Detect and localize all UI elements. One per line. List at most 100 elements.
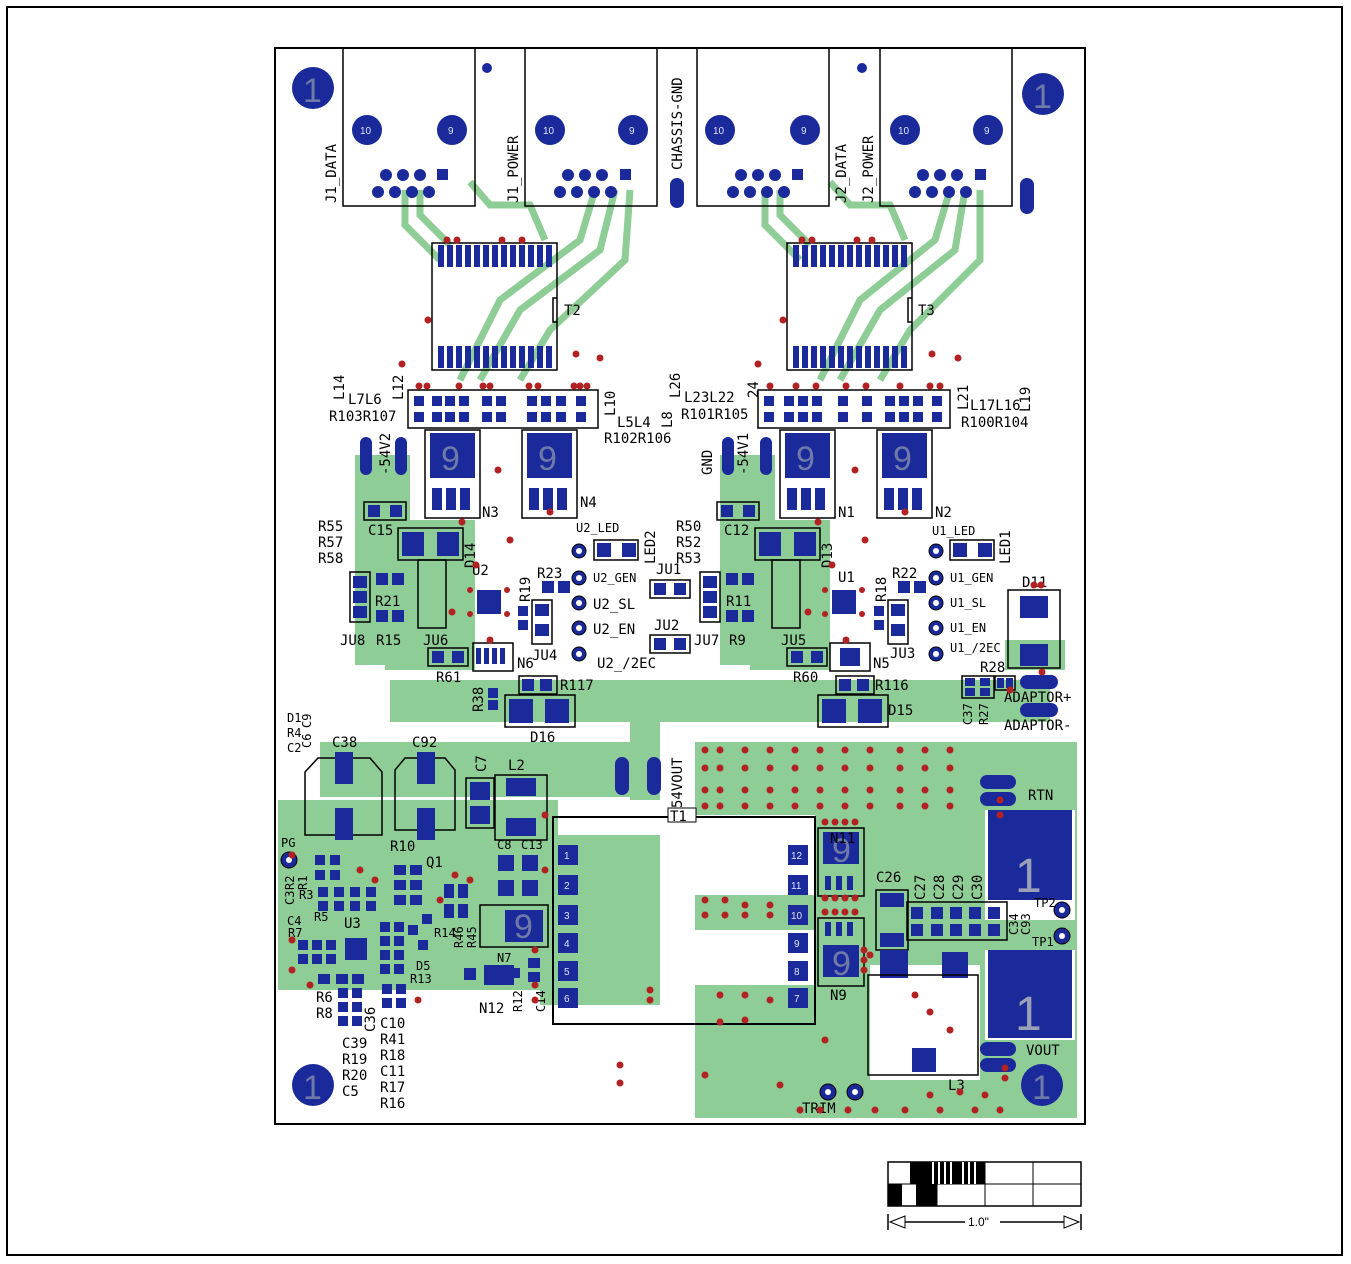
mosfet-n11: 9 N11 <box>817 827 865 897</box>
j2-power-label: J2_POWER <box>861 135 877 203</box>
via <box>701 896 709 904</box>
via <box>721 911 729 919</box>
svg-text:R8: R8 <box>316 1006 333 1022</box>
svg-text:R45: R45 <box>465 926 479 948</box>
via <box>741 991 749 999</box>
svg-text:R20: R20 <box>342 1068 367 1084</box>
via <box>716 802 724 810</box>
via <box>766 764 774 772</box>
svg-text:RTN: RTN <box>1028 788 1053 804</box>
svg-text:C13: C13 <box>521 838 543 852</box>
svg-text:R5: R5 <box>314 910 328 924</box>
l17l16-label: L17L16 <box>970 398 1021 414</box>
svg-text:U1_GEN: U1_GEN <box>950 571 993 585</box>
via <box>946 1026 954 1034</box>
via <box>701 1071 709 1079</box>
stitching-vias <box>701 746 1009 1114</box>
via <box>926 1091 934 1099</box>
svg-text:7: 7 <box>794 994 800 1005</box>
board-outline <box>274 47 1086 1125</box>
via <box>701 786 709 794</box>
via <box>971 1106 979 1114</box>
via <box>791 764 799 772</box>
svg-text:12: 12 <box>791 851 803 862</box>
svg-text:9: 9 <box>441 440 460 478</box>
via <box>741 901 749 909</box>
via <box>796 1106 804 1114</box>
svg-text:R57: R57 <box>318 535 343 551</box>
via <box>996 811 1004 819</box>
svg-text:U2_EN: U2_EN <box>593 622 635 638</box>
svg-text:R13: R13 <box>410 972 432 986</box>
r102r106-label: R102R106 <box>604 431 671 447</box>
svg-text:R27: R27 <box>977 703 991 725</box>
via <box>1001 1074 1009 1082</box>
via <box>766 996 774 1004</box>
net-54v1-label: -54V1 <box>736 433 752 475</box>
svg-text:D15: D15 <box>888 703 913 719</box>
via <box>741 746 749 754</box>
t2-label: T2 <box>564 303 581 319</box>
inductor-row-left <box>407 389 599 429</box>
via <box>721 896 729 904</box>
l21-label: L21 <box>956 385 972 410</box>
rj45-connector-j1-data: 10 9 J1_DATA <box>324 47 476 207</box>
svg-text:R41: R41 <box>380 1032 405 1048</box>
l14-label: L14 <box>332 375 348 400</box>
svg-text:JU4: JU4 <box>532 648 557 664</box>
mosfet-n9: 9 N9 <box>817 917 865 1004</box>
svg-text:9: 9 <box>796 440 815 478</box>
rj45-connector-j2-power: 10 9 J2_POWER <box>861 47 1013 207</box>
svg-text:C10: C10 <box>380 1016 405 1032</box>
svg-text:9: 9 <box>832 945 851 983</box>
via <box>946 786 954 794</box>
svg-text:N5: N5 <box>873 656 890 672</box>
net-gnd-label: GND <box>700 450 716 475</box>
l5l4-label: L5L4 <box>617 415 651 431</box>
svg-text:R4: R4 <box>287 726 301 740</box>
via <box>701 746 709 754</box>
net-54v2-label: -54V2 <box>378 433 394 475</box>
svg-text:R58: R58 <box>318 551 343 567</box>
via <box>741 1016 749 1024</box>
svg-text:C39: C39 <box>342 1036 367 1052</box>
svg-text:R50: R50 <box>676 519 701 535</box>
svg-text:10: 10 <box>898 126 910 137</box>
via <box>701 802 709 810</box>
svg-text:R14: R14 <box>434 926 456 940</box>
l24-label: 24 <box>746 381 762 398</box>
svg-text:C8: C8 <box>497 838 511 852</box>
svg-text:R18: R18 <box>874 577 890 602</box>
svg-text:C11: C11 <box>380 1064 405 1080</box>
svg-text:1: 1 <box>564 851 570 862</box>
r100r104-label: R100R104 <box>961 415 1028 431</box>
test-points-u2: U2_LED U2_GEN U2_SL U2_EN U2_/2EC <box>571 521 656 672</box>
scale-bar: 1.0" <box>887 1161 1082 1230</box>
via <box>716 991 724 999</box>
svg-text:PG: PG <box>281 836 295 850</box>
vias <box>288 236 1046 1087</box>
svg-text:9: 9 <box>832 832 851 870</box>
svg-text:JU7: JU7 <box>694 633 719 649</box>
svg-text:1: 1 <box>1032 1069 1051 1107</box>
svg-text:C4: C4 <box>287 914 301 928</box>
scale-label: 1.0" <box>968 1215 989 1229</box>
via <box>896 746 904 754</box>
via <box>791 786 799 794</box>
via <box>896 764 904 772</box>
svg-text:R46: R46 <box>452 926 466 948</box>
svg-text:D16: D16 <box>530 730 555 746</box>
terminal-rtn: RTN 1 <box>980 775 1072 903</box>
via <box>871 1106 879 1114</box>
via <box>766 911 774 919</box>
svg-text:R11: R11 <box>726 594 751 610</box>
svg-text:N9: N9 <box>830 988 847 1004</box>
svg-text:JU6: JU6 <box>423 633 448 649</box>
svg-text:R19: R19 <box>342 1052 367 1068</box>
svg-text:ADAPTOR+: ADAPTOR+ <box>1004 690 1071 706</box>
svg-text:C93: C93 <box>1019 913 1033 935</box>
svg-text:4: 4 <box>564 939 570 950</box>
via <box>701 911 709 919</box>
ic-u1: U1 <box>822 570 865 617</box>
svg-text:R1: R1 <box>296 876 310 890</box>
